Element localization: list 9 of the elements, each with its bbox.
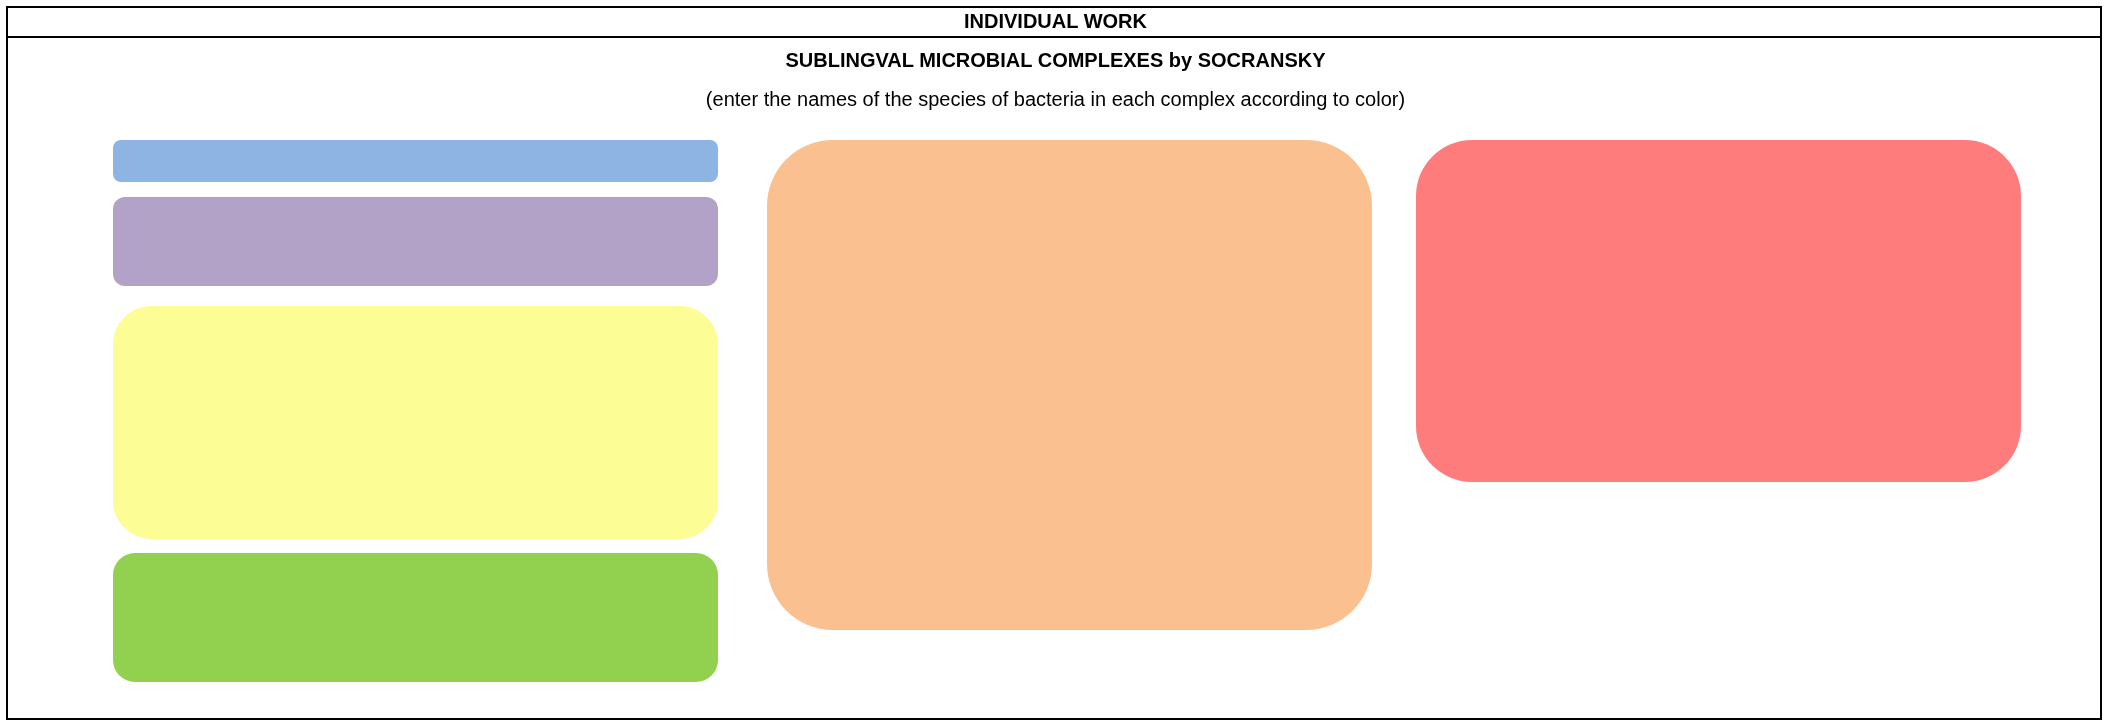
color-box bbox=[767, 140, 1372, 630]
color-box bbox=[113, 306, 718, 539]
color-box bbox=[113, 140, 718, 182]
color-box bbox=[113, 553, 718, 682]
title-text: SUBLINGVAL MICROBIAL COMPLEXES by SOCRANSKY bbox=[785, 49, 1326, 72]
instruction-text: (enter the names of the species of bacteria in each complex according to color) bbox=[705, 88, 1406, 111]
header-text: INDIVIDUAL WORK bbox=[964, 10, 1147, 33]
color-box bbox=[1416, 140, 2021, 482]
color-box bbox=[113, 197, 718, 286]
